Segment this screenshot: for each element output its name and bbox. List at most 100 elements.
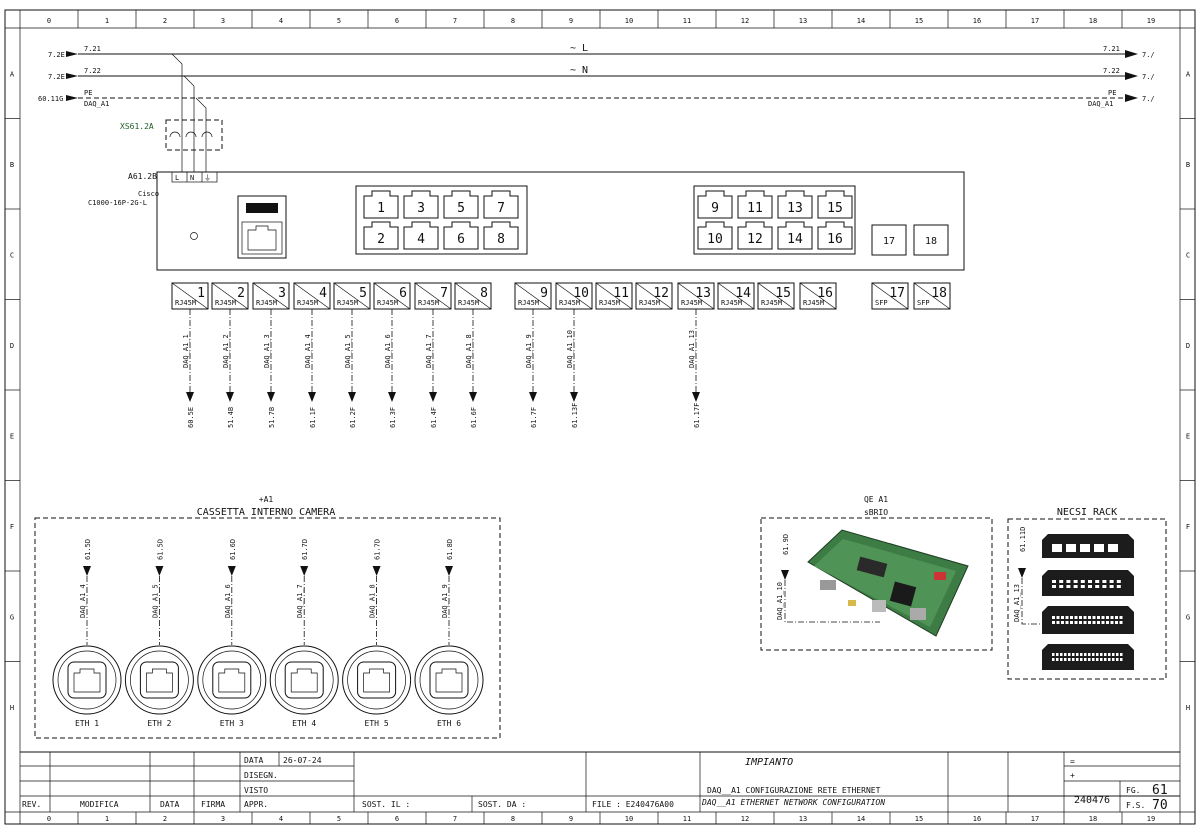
wire-number-end: PE [1108,89,1116,97]
rj45-port: 10 [697,221,733,250]
port-block-1-8 [355,185,528,255]
cable-ref: 61.9D [782,534,790,555]
grid-column-label: 17 [1031,17,1039,25]
arrow-down-icon [388,392,396,402]
port-number: 9 [711,201,719,216]
terminal-number: 9 [540,286,548,301]
rj45-port: 1 [363,190,399,219]
socket-label: ETH 6 [437,719,461,728]
arrow-down-icon [300,566,309,576]
terminal-type: RJ45M [256,299,277,307]
rj45-port: 2 [363,221,399,250]
terminal-number: 6 [399,286,407,301]
source-ref: 60.11G [38,95,63,103]
port-number: 1 [377,201,385,216]
description-english: DAQ__A1 ETHERNET NETWORK CONFIGURATION [701,798,885,807]
cable-label: DAQ_A1_9 [525,334,533,368]
grid-column-label: 19 [1147,17,1155,25]
arrow-down-icon [308,392,316,402]
socket-outer-icon [124,645,194,715]
cable-label: DAQ_A1_4 [304,334,312,368]
terminal-number: 12 [653,286,669,301]
grid-column-label: 5 [337,17,341,25]
port-number: 16 [827,232,843,247]
arrow-down-icon [227,566,236,576]
grid-column-label: 2 [163,17,167,25]
cross-reference: 51.7B [268,407,276,428]
arrow-down-icon [692,392,700,402]
grid-column-label: 15 [915,17,923,25]
sheet-border [4,9,1196,825]
power-line-PE: 60.11G PE DAQ_A1 PE DAQ_A1 7./ [38,89,1155,108]
terminal-number: 5 [359,286,367,301]
grid-column-label: 1 [105,17,109,25]
port-number: 15 [827,201,843,216]
title-block: DATA 26-07-24 DISEGN. VISTO APPR. REV. M… [20,751,1180,813]
cable-ref: 61.11D [1019,527,1027,552]
grid-column-label: 14 [857,815,865,823]
cross-reference: 61.5D [84,539,92,560]
grid-column-label: 16 [973,815,981,823]
location-designation: + [1070,771,1075,780]
grid-column-label: 7 [453,17,457,25]
port-number: 13 [787,201,803,216]
grid-row-label: D [10,342,14,350]
cross-reference: 61.6F [470,407,478,428]
arrow-down-icon [372,566,381,576]
rj45-port: 9 [697,190,733,219]
ground-terminal-icon: ⏚ [204,174,211,182]
grid-column-label: 1 [105,815,109,823]
grid-column-label: 13 [799,815,807,823]
cable-label: DAQ_A1_7 [425,334,433,368]
plant-label: IMPIANTO [745,757,793,768]
rack-switch-icon [1042,570,1134,596]
port-number: 11 [747,201,763,216]
grid-row-label: H [1186,704,1190,712]
replaced-by-label: SOST. DA : [478,800,526,809]
terminal-type: SFP [875,299,888,307]
socket-outer-icon [197,645,267,715]
port-number: 2 [377,232,385,247]
port-number: 6 [457,232,465,247]
terminal-type: RJ45M [559,299,580,307]
grid-column-label: 4 [279,815,283,823]
supply-terminal: L [175,174,179,182]
socket-outer-icon [342,645,412,715]
cable-label: DAQ_A1_8 [369,584,377,618]
grid-column-label: 7 [453,815,457,823]
grid-column-label: 12 [741,17,749,25]
terminal-type: RJ45M [639,299,660,307]
grid-column-label: 6 [395,17,399,25]
terminal-number: 17 [889,286,905,301]
port-number: 10 [707,232,723,247]
grid-row-label: F [10,523,14,531]
terminal-number: 2 [237,286,245,301]
terminal-number: 10 [573,286,589,301]
socket-label: ETH 4 [292,719,316,728]
rj45-icon [218,668,246,693]
cross-reference: 61.1F [309,407,317,428]
cross-reference: 61.6D [229,539,237,560]
status-led-icon [190,232,198,240]
grid-column-label: 6 [395,815,399,823]
port-number: 12 [747,232,763,247]
terminal-type: RJ45M [175,299,196,307]
total-sheets-label: F.S. [1126,801,1145,810]
grid-column-label: 18 [1089,815,1097,823]
grid-column-label: 16 [973,17,981,25]
arrow-down-icon [445,566,453,576]
connector-xs61-2a: XS61.2A [120,53,223,172]
arrow-down-icon [267,392,275,402]
date-value: 26-07-24 [283,756,322,765]
arrow-down-icon [83,566,91,576]
terminal-number: 16 [817,286,833,301]
